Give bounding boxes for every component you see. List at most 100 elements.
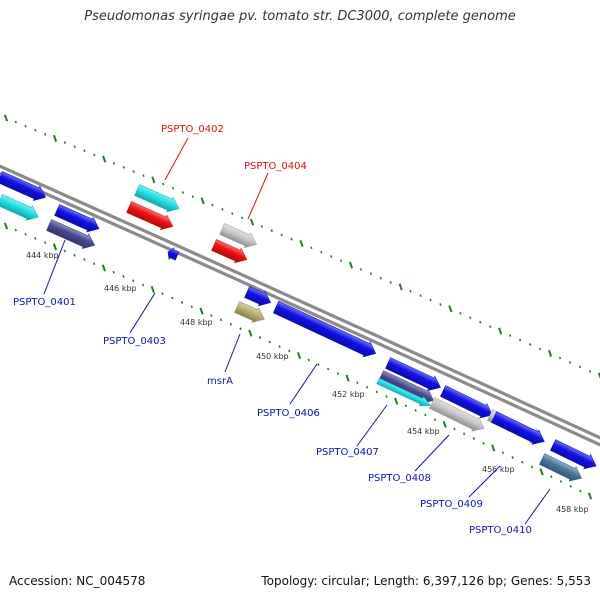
minor-tick — [14, 120, 17, 124]
tick-label-454: 454 kbp — [407, 427, 440, 436]
inner-tick-ring — [3, 222, 593, 500]
gene-arrow[interactable] — [54, 203, 103, 236]
minor-tick — [429, 298, 432, 302]
gene-label-pspto-0403[interactable]: PSPTO_0403 — [103, 336, 166, 347]
minor-tick — [181, 191, 185, 194]
minor-tick — [268, 340, 271, 344]
minor-tick — [210, 314, 213, 317]
gene-arrow[interactable] — [272, 299, 379, 361]
minor-tick — [191, 195, 194, 199]
gene-label-pspto-0407[interactable]: PSPTO_0407 — [316, 447, 379, 458]
minor-tick — [190, 305, 193, 309]
gene-label-pspto-0409[interactable]: PSPTO_0409 — [420, 499, 483, 510]
gene-arrow[interactable] — [46, 218, 98, 253]
gene-arrow[interactable] — [165, 246, 180, 262]
gene-arrow[interactable] — [376, 376, 433, 410]
minor-tick — [489, 325, 492, 328]
minor-tick — [229, 322, 232, 326]
minor-tick — [511, 456, 514, 459]
minor-tick — [239, 327, 242, 331]
genome-backbone — [0, 164, 600, 447]
gene-arrow[interactable] — [0, 193, 42, 225]
leader-line — [289, 363, 318, 405]
minor-tick — [369, 272, 373, 276]
map-title: Pseudomonas syringae pv. tomato str. DC3… — [84, 9, 516, 24]
gene-arrow[interactable] — [428, 396, 487, 436]
major-tick — [345, 374, 350, 382]
major-tick — [398, 283, 403, 291]
gene-label-pspto-0410[interactable]: PSPTO_0410 — [469, 525, 532, 536]
minor-tick — [409, 289, 412, 293]
gene-features[interactable] — [0, 170, 600, 486]
minor-tick — [63, 141, 67, 144]
leader-line — [43, 239, 66, 295]
gene-label-pspto-0406[interactable]: PSPTO_0406 — [257, 408, 320, 419]
major-tick — [491, 444, 496, 452]
minor-tick — [521, 460, 524, 464]
minor-tick — [288, 349, 291, 353]
minor-tick — [518, 338, 522, 342]
gene-arrow[interactable] — [490, 410, 547, 449]
major-tick — [199, 307, 204, 315]
minor-tick — [122, 165, 125, 169]
gene-arrow[interactable] — [234, 300, 268, 327]
gene-arrow[interactable] — [219, 222, 260, 252]
major-tick — [3, 114, 9, 122]
minor-tick — [336, 372, 340, 375]
minor-tick — [290, 237, 293, 241]
gene-arrow[interactable] — [538, 452, 585, 486]
minor-tick — [73, 253, 76, 257]
gene-label-pspto-0402[interactable]: PSPTO_0402 — [161, 124, 224, 135]
tick-label-458: 458 kbp — [556, 505, 589, 514]
minor-tick — [472, 437, 475, 440]
major-tick — [52, 243, 58, 251]
minor-tick — [171, 296, 174, 300]
minor-tick — [424, 413, 427, 417]
minor-tick — [327, 367, 330, 371]
leader-line — [164, 137, 189, 181]
leader-line — [468, 465, 501, 498]
gene-arrow[interactable] — [134, 183, 183, 216]
major-tick — [299, 239, 304, 248]
minor-tick — [280, 233, 283, 237]
minor-tick — [508, 334, 512, 337]
gene-arrow[interactable] — [549, 438, 599, 473]
leader-line — [524, 488, 551, 525]
minor-tick — [433, 418, 437, 422]
gene-label-msra[interactable]: msrA — [207, 376, 233, 387]
minor-tick — [578, 365, 582, 369]
minor-tick — [419, 294, 422, 298]
tick-label-450: 450 kbp — [256, 352, 289, 361]
gene-arrow[interactable] — [244, 285, 274, 310]
tick-label-448: 448 kbp — [180, 318, 213, 327]
gene-arrow[interactable] — [439, 384, 495, 422]
major-tick — [102, 155, 107, 163]
gene-arrow[interactable] — [126, 200, 176, 234]
gene-arrow[interactable] — [211, 238, 250, 267]
major-tick — [597, 372, 600, 380]
gene-label-pspto-0408[interactable]: PSPTO_0408 — [368, 473, 431, 484]
minor-tick — [307, 358, 310, 362]
minor-tick — [320, 250, 323, 254]
gene-arrow[interactable] — [385, 356, 444, 395]
major-tick — [150, 285, 155, 293]
minor-tick — [260, 224, 264, 228]
minor-tick — [241, 216, 244, 220]
major-tick — [296, 351, 302, 360]
tick-label-456: 456 kbp — [482, 465, 515, 474]
minor-tick — [501, 451, 505, 455]
minor-tick — [132, 170, 135, 173]
major-tick — [498, 327, 503, 335]
leader-line — [129, 292, 156, 334]
gene-label-pspto-0404[interactable]: PSPTO_0404 — [244, 161, 307, 172]
minor-tick — [482, 441, 485, 445]
minor-tick — [414, 409, 417, 412]
minor-tick — [211, 203, 214, 207]
minor-tick — [375, 390, 378, 394]
major-tick — [394, 397, 399, 405]
gene-label-pspto-0401[interactable]: PSPTO_0401 — [13, 297, 76, 308]
minor-tick — [588, 370, 592, 373]
gene-arrow[interactable] — [0, 170, 49, 205]
minor-tick — [112, 161, 116, 165]
